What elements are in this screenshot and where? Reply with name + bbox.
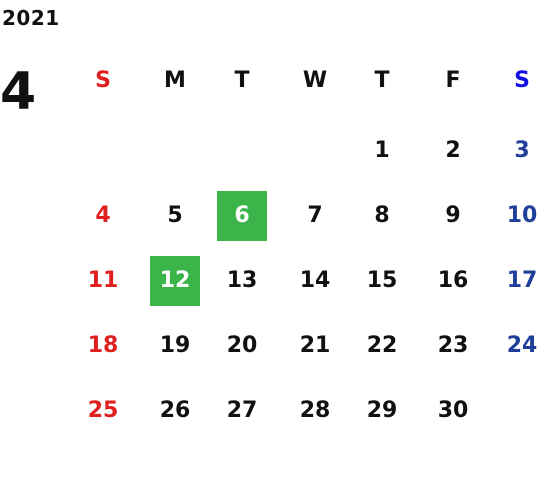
weekday-header: F bbox=[445, 68, 461, 93]
day-cell[interactable]: 16 bbox=[437, 268, 469, 293]
day-cell[interactable]: 7 bbox=[307, 203, 323, 228]
day-cell[interactable]: 5 bbox=[167, 203, 183, 228]
day-cell-highlighted[interactable]: 12 bbox=[150, 256, 200, 306]
weekday-header: S bbox=[514, 68, 530, 93]
weekday-header: W bbox=[302, 68, 328, 93]
day-cell[interactable]: 28 bbox=[299, 398, 331, 423]
month-label: 4 bbox=[0, 62, 37, 122]
day-cell[interactable]: 30 bbox=[437, 398, 469, 423]
day-cell[interactable]: 9 bbox=[445, 203, 461, 228]
day-cell[interactable]: 20 bbox=[226, 333, 258, 358]
day-cell[interactable]: 11 bbox=[87, 268, 119, 293]
day-cell[interactable]: 26 bbox=[159, 398, 191, 423]
day-cell[interactable]: 3 bbox=[514, 138, 530, 163]
day-cell[interactable]: 22 bbox=[366, 333, 398, 358]
day-cell[interactable]: 21 bbox=[299, 333, 331, 358]
day-cell[interactable]: 13 bbox=[226, 268, 258, 293]
day-cell[interactable]: 29 bbox=[366, 398, 398, 423]
weekday-header: S bbox=[95, 68, 111, 93]
day-cell[interactable]: 15 bbox=[366, 268, 398, 293]
day-cell[interactable]: 8 bbox=[374, 203, 390, 228]
day-cell[interactable]: 2 bbox=[445, 138, 461, 163]
day-cell[interactable]: 25 bbox=[87, 398, 119, 423]
day-cell[interactable]: 14 bbox=[299, 268, 331, 293]
day-cell[interactable]: 24 bbox=[506, 333, 538, 358]
day-cell[interactable]: 18 bbox=[87, 333, 119, 358]
day-cell[interactable]: 23 bbox=[437, 333, 469, 358]
day-cell[interactable]: 1 bbox=[374, 138, 390, 163]
day-cell[interactable]: 17 bbox=[506, 268, 538, 293]
day-cell-highlighted[interactable]: 6 bbox=[217, 191, 267, 241]
day-cell[interactable]: 27 bbox=[226, 398, 258, 423]
year-label: 2021 bbox=[2, 6, 60, 30]
day-cell[interactable]: 10 bbox=[506, 203, 538, 228]
weekday-header: M bbox=[164, 68, 186, 93]
day-cell[interactable]: 4 bbox=[95, 203, 111, 228]
day-cell[interactable]: 19 bbox=[159, 333, 191, 358]
weekday-header: T bbox=[234, 68, 250, 93]
weekday-header: T bbox=[374, 68, 390, 93]
